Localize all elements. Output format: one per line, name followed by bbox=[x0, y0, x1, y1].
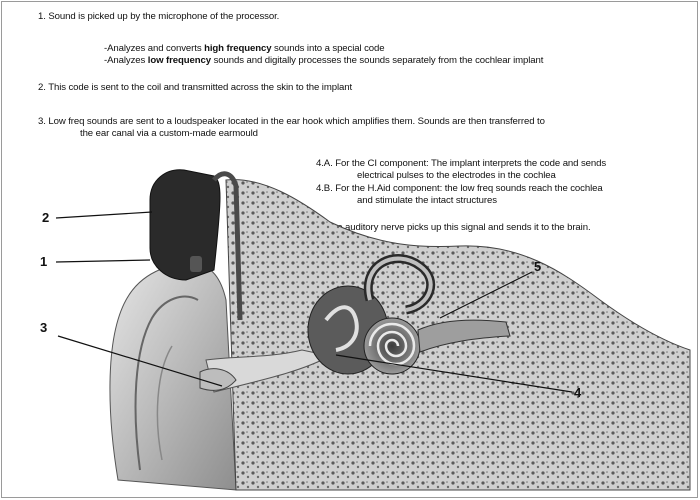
callout-2: 2 bbox=[42, 211, 49, 225]
callout-1: 1 bbox=[40, 255, 47, 269]
cochlea bbox=[364, 318, 420, 374]
callout-5: 5 bbox=[534, 260, 541, 274]
callout-line-2 bbox=[56, 212, 152, 218]
sound-processor bbox=[150, 170, 220, 280]
callout-3: 3 bbox=[40, 321, 47, 335]
processor-button bbox=[190, 256, 202, 272]
callout-4: 4 bbox=[574, 386, 581, 400]
callout-line-1 bbox=[56, 260, 150, 262]
